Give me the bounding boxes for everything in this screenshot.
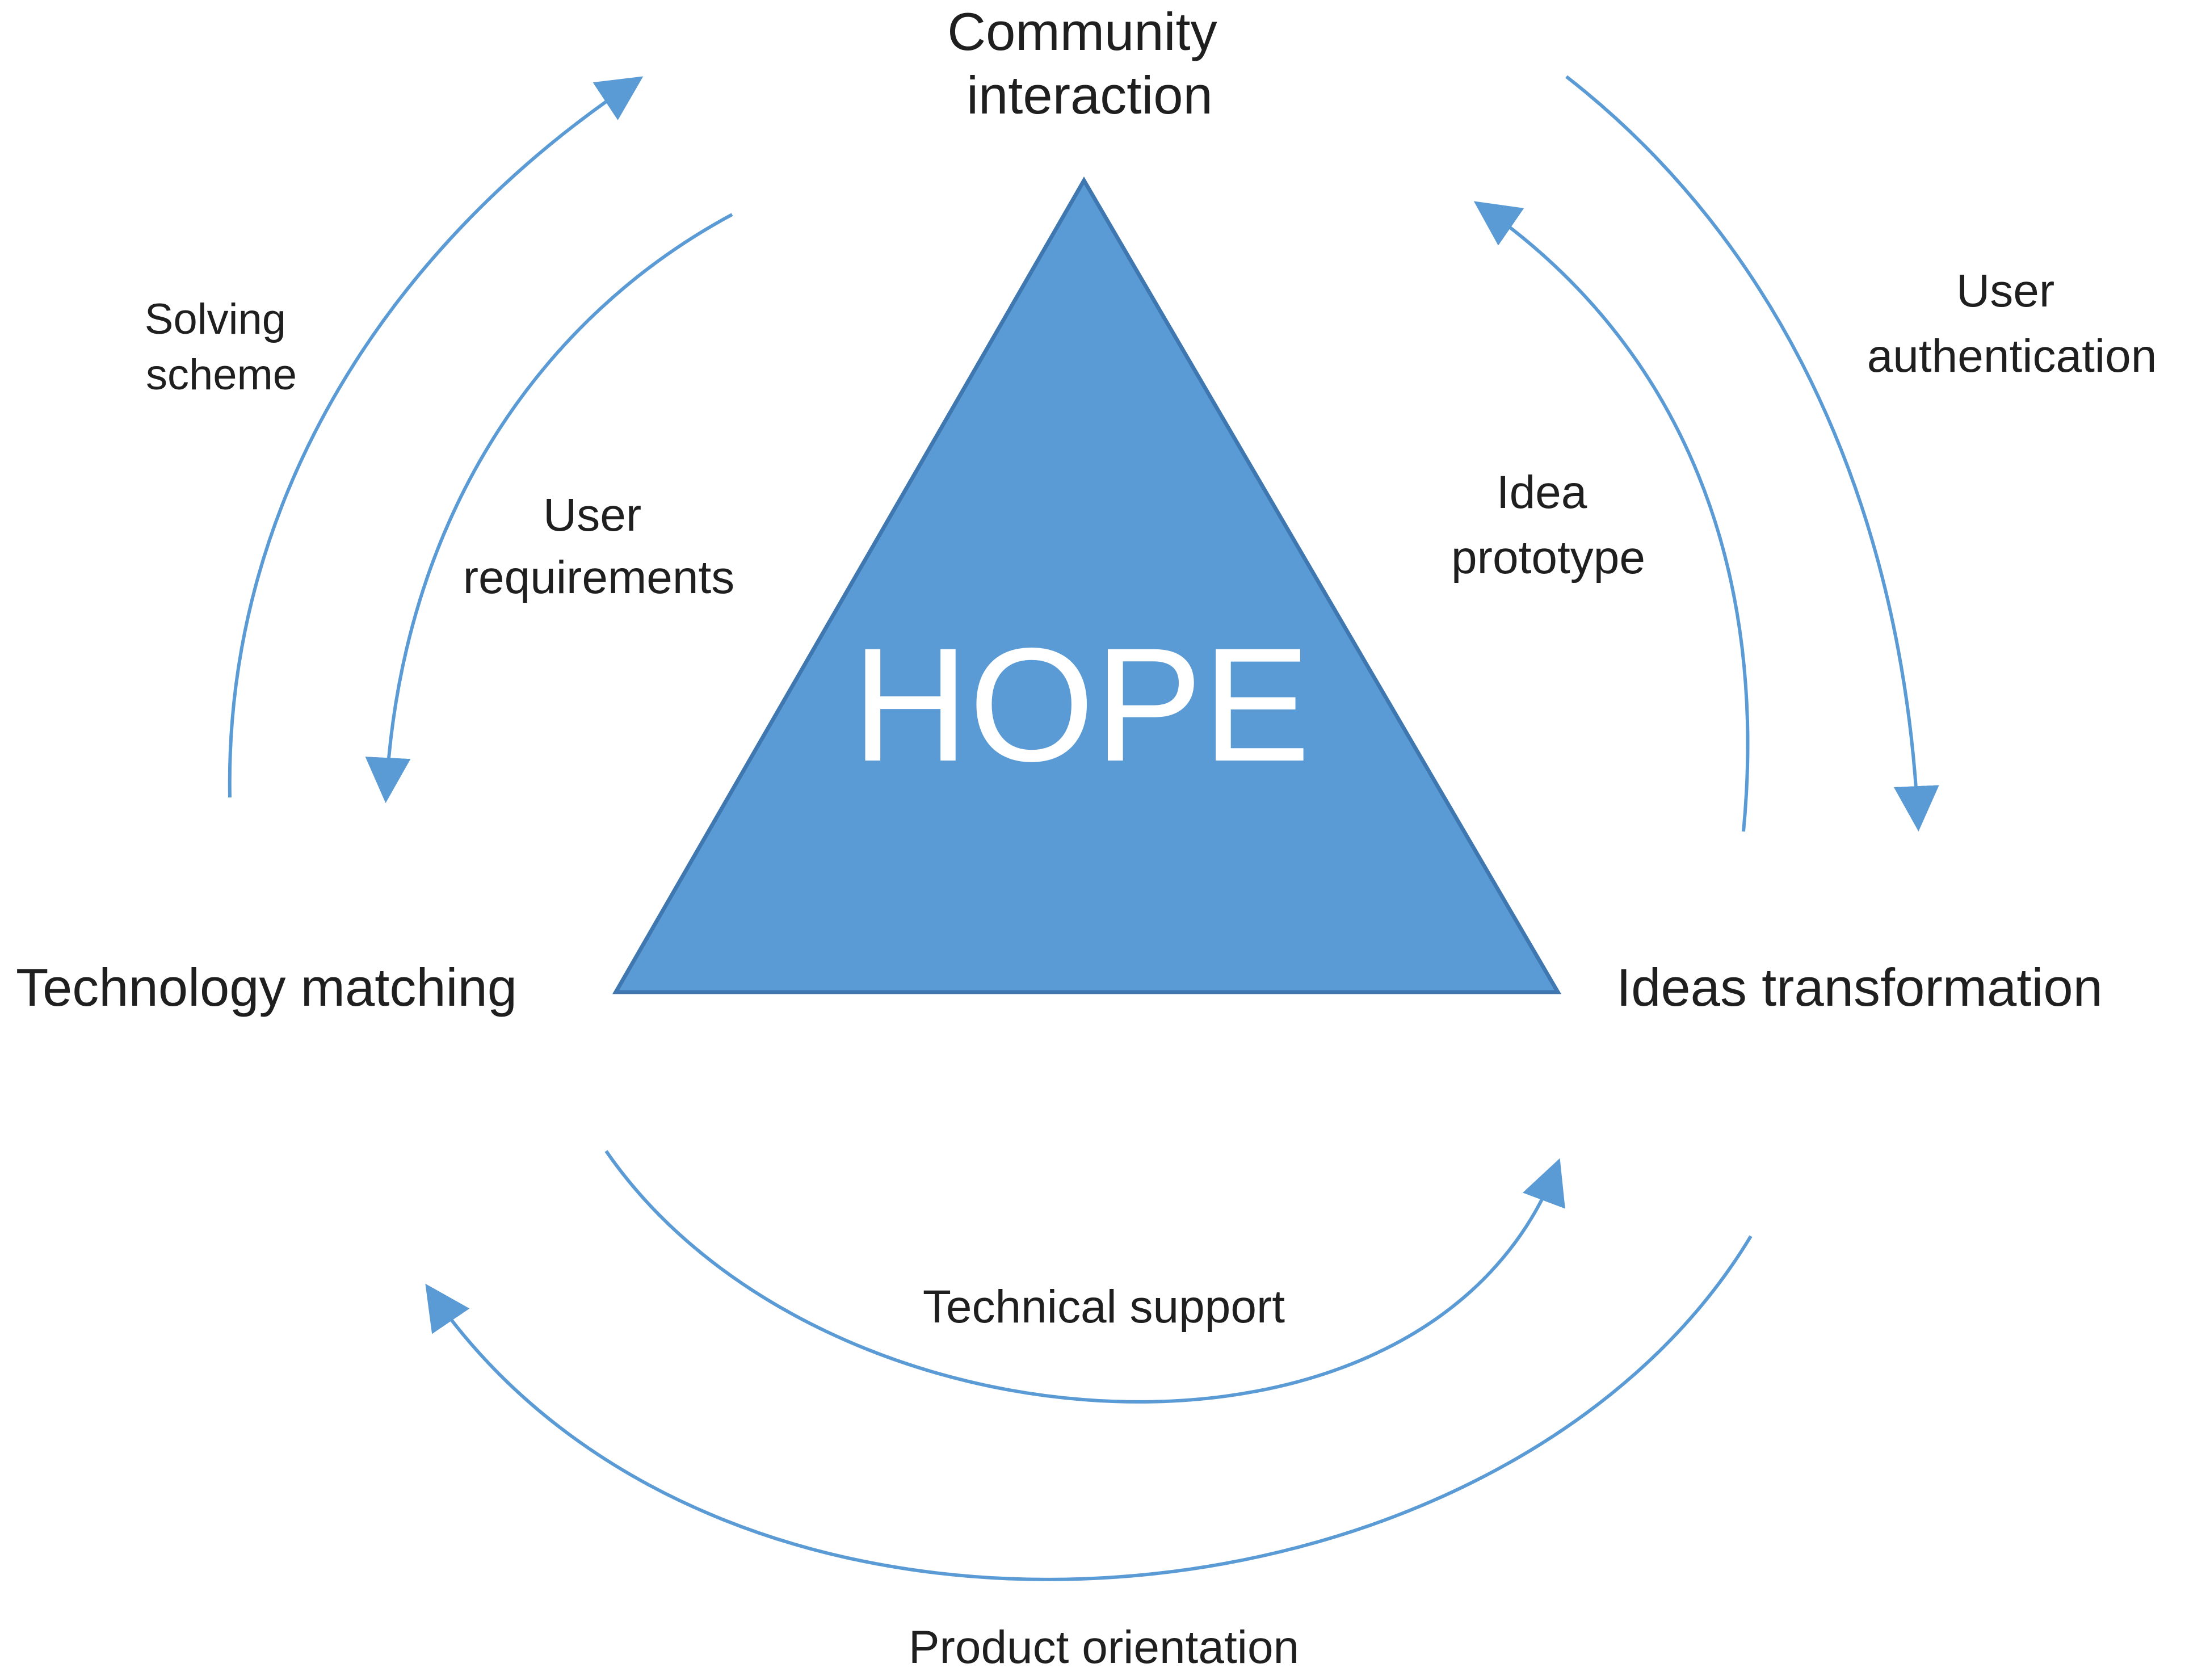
- solving-scheme-arrow: [228, 76, 644, 798]
- solving-scheme-line2: scheme: [146, 351, 297, 399]
- user-requirements-label: User requirements: [463, 489, 735, 603]
- technical-support-label: Technical support: [923, 1281, 1285, 1333]
- hope-label: HOPE: [852, 615, 1310, 795]
- technical-support-arrow: [604, 1150, 1565, 1404]
- product-orientation-arrow: [425, 1235, 1753, 1581]
- community-interaction-label: Community interaction: [947, 2, 1232, 125]
- user-authentication-line1: User: [1956, 265, 2054, 317]
- idea-prototype-line1: Idea: [1497, 467, 1587, 518]
- user-requirements-arrow: [365, 213, 733, 803]
- user-authentication-arrow: [1565, 75, 1939, 831]
- user-requirements-line2: requirements: [463, 552, 735, 603]
- user-authentication-line2: authentication: [1867, 330, 2157, 382]
- technology-matching-label: Technology matching: [16, 957, 517, 1017]
- solving-scheme-line1: Solving: [145, 295, 286, 343]
- solving-scheme-label: Solving scheme: [145, 295, 298, 399]
- user-authentication-label: User authentication: [1867, 265, 2157, 382]
- community-interaction-line1: Community: [947, 2, 1217, 61]
- idea-prototype-label: Idea prototype: [1451, 467, 1645, 583]
- idea-prototype-line2: prototype: [1451, 532, 1645, 583]
- user-requirements-line1: User: [543, 489, 641, 541]
- idea-prototype-arrow: [1473, 201, 1750, 832]
- ideas-transformation-label: Ideas transformation: [1616, 957, 2103, 1017]
- hope-triangle: [612, 177, 1562, 994]
- community-interaction-line2: interaction: [967, 65, 1213, 125]
- product-orientation-label: Product orientation: [909, 1622, 1299, 1673]
